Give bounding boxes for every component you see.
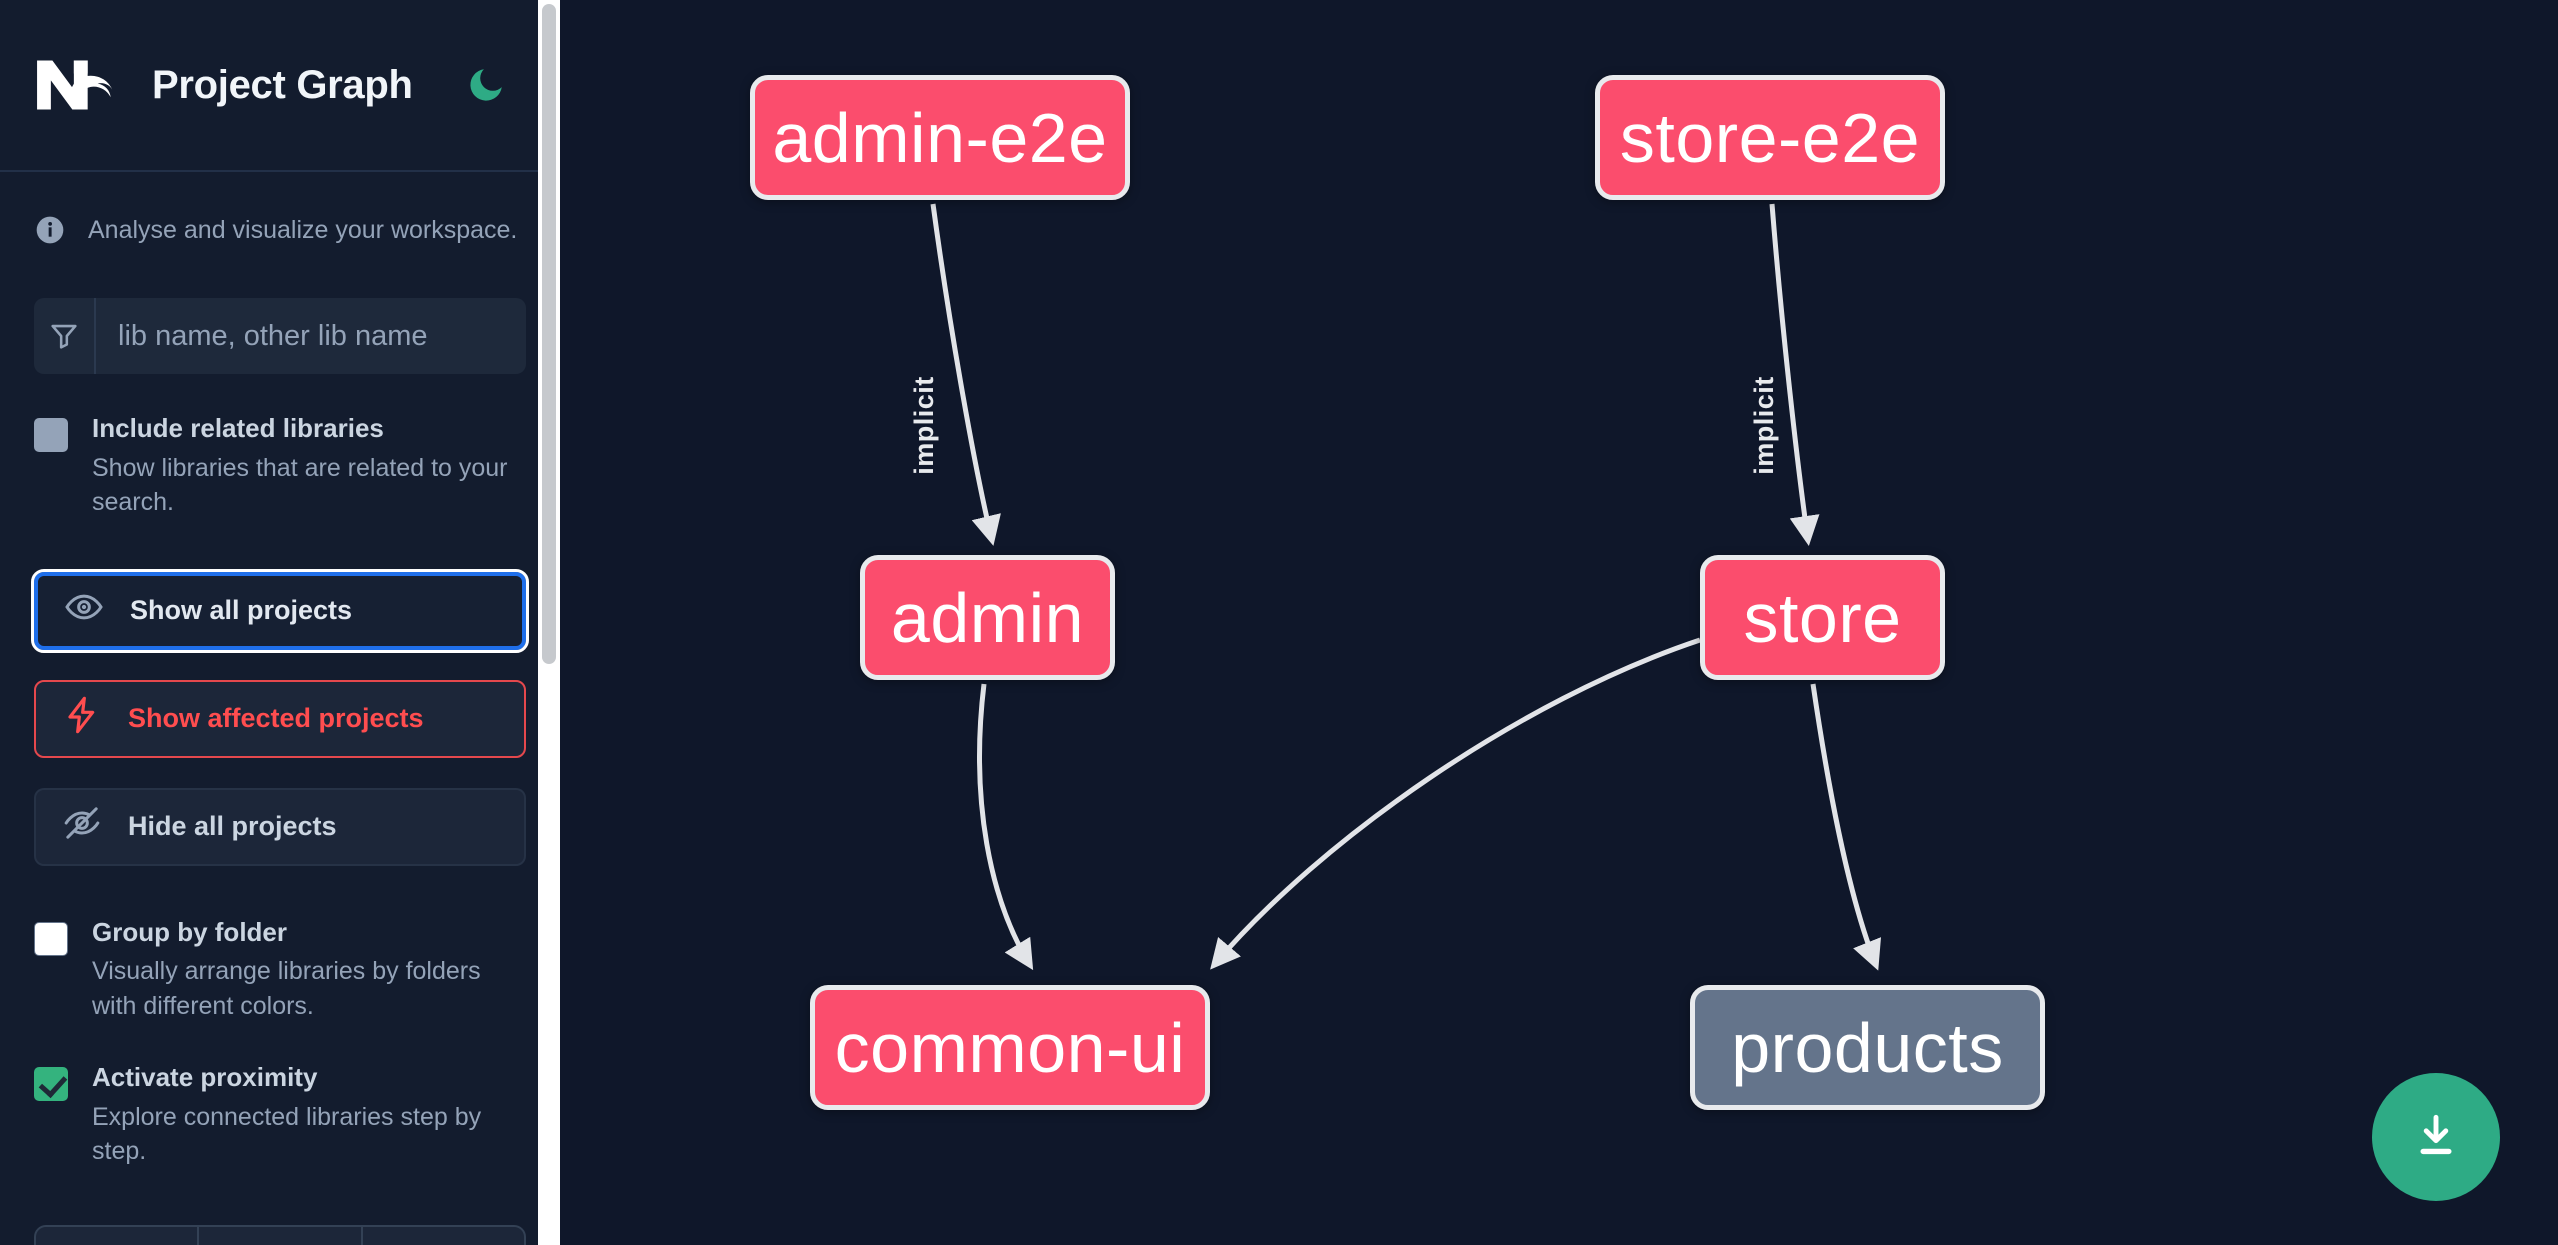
- node-label: admin: [890, 578, 1085, 657]
- node-label: store: [1743, 578, 1902, 657]
- checkbox-group-by-folder[interactable]: [34, 921, 68, 956]
- option-texts: Group by folder Visually arrange librari…: [92, 916, 526, 1024]
- edge-store-to-products: [1810, 683, 1882, 971]
- option-title: Activate proximity: [92, 1062, 318, 1093]
- node-label: admin-e2e: [772, 98, 1108, 177]
- hide-all-projects-label: Hide all projects: [128, 811, 337, 842]
- option-description: Explore connected libraries step by step…: [92, 1102, 482, 1166]
- option-title: Include related libraries: [92, 413, 384, 443]
- download-graph-button[interactable]: [2372, 1073, 2500, 1201]
- tagline: Analyse and visualize your workspace.: [34, 214, 526, 246]
- option-texts: Activate proximity Explore connected lib…: [92, 1063, 526, 1169]
- option-activate-proximity[interactable]: Activate proximity Explore connected lib…: [34, 1063, 526, 1169]
- graph-node-store-e2e[interactable]: store-e2e: [1595, 75, 1945, 200]
- option-group-by-folder[interactable]: Group by folder Visually arrange librari…: [34, 916, 526, 1024]
- lightning-bolt-icon: [62, 695, 102, 742]
- tagline-text: Analyse and visualize your workspace.: [88, 215, 518, 244]
- download-icon: [2408, 1108, 2464, 1167]
- sidebar-body: Analyse and visualize your workspace. In…: [0, 214, 560, 1169]
- sidebar: Project Graph Analyse and visualize your…: [0, 0, 560, 1245]
- graph-node-common-ui[interactable]: common-ui: [810, 985, 1210, 1110]
- search-input[interactable]: [96, 298, 526, 374]
- search-field[interactable]: [34, 298, 526, 374]
- edge-admin-e2e-to-admin: [930, 203, 1001, 546]
- sidebar-scrollbar-thumb[interactable]: [542, 4, 556, 664]
- page-title: Project Graph: [152, 62, 413, 107]
- node-label: products: [1731, 1008, 2004, 1087]
- sidebar-scrollbar-track[interactable]: [538, 0, 560, 1245]
- graph-node-store[interactable]: store: [1700, 555, 1945, 680]
- eye-off-icon: [62, 803, 102, 850]
- edge-admin-to-common-ui: [977, 683, 1034, 971]
- info-circle-icon: [34, 214, 66, 246]
- edge-store-e2e-to-store: [1769, 203, 1820, 546]
- eye-icon: [64, 587, 104, 634]
- graph-canvas[interactable]: admin-e2e store-e2e admin store common-u…: [560, 0, 2558, 1245]
- segment-1[interactable]: [36, 1227, 200, 1245]
- show-affected-projects-button[interactable]: Show affected projects: [34, 679, 526, 758]
- graph-node-admin[interactable]: admin: [860, 555, 1115, 680]
- option-description: Show libraries that are related to your …: [92, 453, 508, 517]
- filter-funnel-icon: [34, 298, 96, 374]
- option-texts: Include related libraries Show libraries…: [92, 414, 526, 520]
- option-title: Group by folder: [92, 916, 287, 947]
- graph-edges: [930, 203, 1882, 971]
- checkbox-include-related-libraries[interactable]: [34, 418, 68, 452]
- graph-node-products[interactable]: products: [1690, 985, 2045, 1110]
- moon-icon[interactable]: [463, 62, 509, 108]
- hide-all-projects-button[interactable]: Hide all projects: [34, 787, 526, 866]
- show-all-projects-button[interactable]: Show all projects: [31, 568, 529, 653]
- graph-node-admin-e2e[interactable]: admin-e2e: [750, 75, 1130, 200]
- segmented-control[interactable]: [34, 1225, 526, 1245]
- segment-2[interactable]: [199, 1227, 363, 1245]
- edge-store-to-common-ui: [1210, 637, 1701, 970]
- show-all-projects-label: Show all projects: [130, 595, 353, 626]
- edge-label-admin-implicit: implicit: [908, 376, 939, 475]
- node-label: store-e2e: [1619, 98, 1921, 177]
- checkbox-activate-proximity[interactable]: [34, 1067, 68, 1102]
- sidebar-header: Project Graph: [0, 0, 560, 172]
- nx-logo-icon: [34, 53, 126, 117]
- show-affected-projects-label: Show affected projects: [128, 703, 424, 734]
- edge-label-store-implicit: implicit: [1748, 376, 1779, 475]
- node-label: common-ui: [834, 1008, 1186, 1087]
- option-description: Visually arrange libraries by folders wi…: [92, 957, 481, 1020]
- segment-3[interactable]: [363, 1227, 524, 1245]
- option-include-related-libraries[interactable]: Include related libraries Show libraries…: [34, 414, 526, 520]
